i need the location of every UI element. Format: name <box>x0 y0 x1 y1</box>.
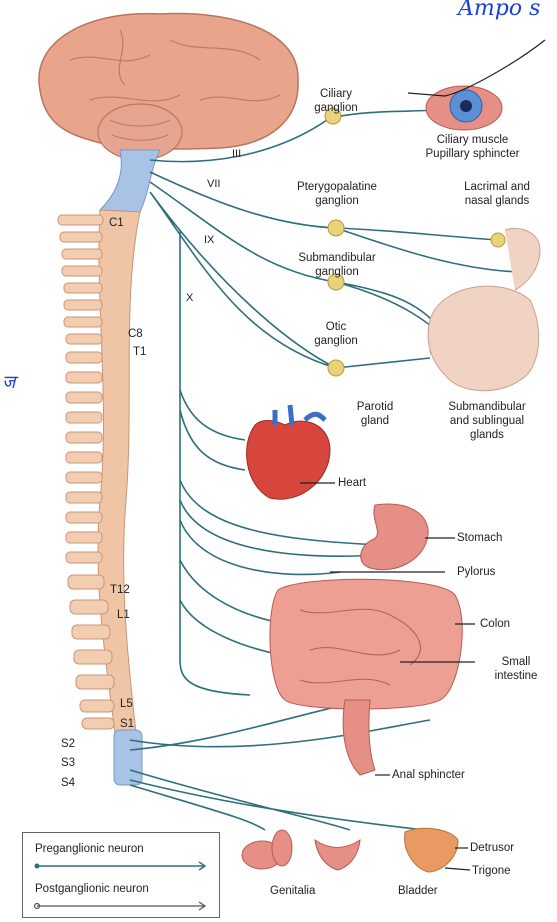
otic-ganglion-line-2: ganglion <box>296 334 376 348</box>
cranial-nerve-iii: III <box>232 147 241 161</box>
postganglionic-line-icon <box>33 901 209 911</box>
spinal-level-s1: S1 <box>120 717 134 731</box>
legend: Preganglionic neuron Postganglionic neur… <box>22 832 220 918</box>
parotid-line-2: gland <box>335 414 415 428</box>
pylorus-label: Pylorus <box>457 565 495 579</box>
pterygopalatine-ganglion-line-2: ganglion <box>272 194 402 208</box>
bladder-shape <box>405 828 458 872</box>
ciliary-ganglion-line-1: Ciliary <box>296 87 376 101</box>
lacrimal-line-2: nasal glands <box>440 194 554 208</box>
spinal-level-l5: L5 <box>120 697 133 711</box>
legend-preganglionic-label: Preganglionic neuron <box>35 843 144 855</box>
anal-sphincter-label: Anal sphincter <box>392 768 465 782</box>
spinal-level-c1: C1 <box>109 216 124 230</box>
pterygopalatine-ganglion-label: Pterygopalatine ganglion <box>272 180 402 208</box>
submandibular-glands-label: Submandibular and sublingual glands <box>420 400 554 442</box>
brain <box>39 14 298 160</box>
lacrimal-glands-label: Lacrimal and nasal glands <box>440 180 554 208</box>
heart-label: Heart <box>338 476 366 490</box>
leader-lines <box>300 40 545 870</box>
cranial-nerve-x: X <box>186 291 193 305</box>
submandibular-glands-line-1: Submandibular <box>420 400 554 414</box>
ciliary-ganglion-line-2: ganglion <box>296 101 376 115</box>
otic-ganglion-label: Otic ganglion <box>296 320 376 348</box>
spinal-level-t1: T1 <box>133 345 146 359</box>
legend-postganglionic-label: Postganglionic neuron <box>35 883 149 895</box>
rectum-shape <box>343 700 375 775</box>
heart-shape <box>247 405 330 499</box>
handwritten-annotation-top: Ampo s <box>458 0 540 21</box>
trigone-label: Trigone <box>472 864 511 878</box>
spinal-level-s3: S3 <box>61 756 75 770</box>
ciliary-ganglion-label: Ciliary ganglion <box>296 87 376 115</box>
sacral-segment <box>114 730 142 785</box>
nasal-area <box>505 228 540 290</box>
stomach-shape <box>361 504 428 570</box>
spinal-level-t12: T12 <box>110 583 130 597</box>
submandibular-glands-line-2: and sublingual <box>420 414 554 428</box>
spinal-level-c8: C8 <box>128 327 143 341</box>
genitalia-shape <box>242 830 360 870</box>
bladder-label: Bladder <box>398 884 438 898</box>
small-intestine-line-2: intestine <box>476 669 556 683</box>
small-intestine-line-1: Small <box>476 655 556 669</box>
lacrimal-line-1: Lacrimal and <box>440 180 554 194</box>
otic-ganglion-line-1: Otic <box>296 320 376 334</box>
parotid-gland-label: Parotid gland <box>335 400 415 428</box>
eye <box>426 86 502 130</box>
parotid-line-1: Parotid <box>335 400 415 414</box>
detrusor-label: Detrusor <box>470 841 514 855</box>
submandibular-glands-line-3: glands <box>420 428 554 442</box>
stomach-label: Stomach <box>457 531 502 545</box>
submandibular-ganglion-line-2: ganglion <box>272 265 402 279</box>
face <box>428 286 539 391</box>
submandibular-ganglion-line-1: Submandibular <box>272 251 402 265</box>
small-intestine-label: Small intestine <box>476 655 556 683</box>
spinal-level-s4: S4 <box>61 776 75 790</box>
pterygopalatine-ganglion-line-1: Pterygopalatine <box>272 180 402 194</box>
submandibular-ganglion-label: Submandibular ganglion <box>272 251 402 279</box>
cranial-nerve-vii: VII <box>207 177 220 191</box>
genitalia-label: Genitalia <box>270 884 315 898</box>
preganglionic-line-icon <box>33 861 209 871</box>
ciliary-muscle-label: Ciliary muscle Pupillary sphincter <box>390 133 555 161</box>
ciliary-muscle-line-2: Pupillary sphincter <box>390 147 555 161</box>
intestines-shape <box>270 579 462 709</box>
spinal-level-l1: L1 <box>117 608 130 622</box>
cranial-nerve-ix: IX <box>204 233 214 247</box>
handwritten-annotation-left: ज <box>2 370 15 394</box>
spinal-level-s2: S2 <box>61 737 75 751</box>
ciliary-muscle-line-1: Ciliary muscle <box>390 133 555 147</box>
colon-label: Colon <box>480 617 510 631</box>
